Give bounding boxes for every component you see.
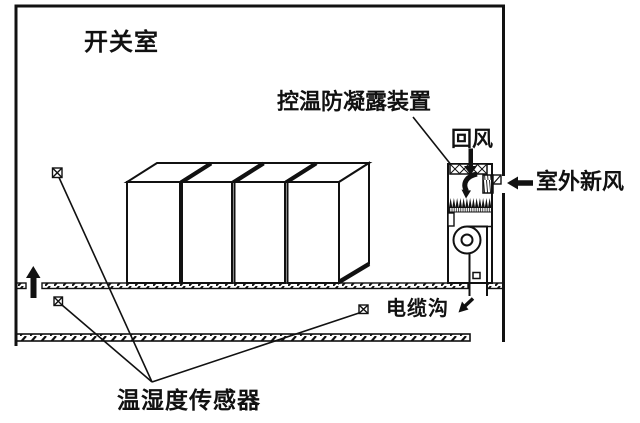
airflow-arrows	[26, 148, 533, 313]
heater-icon	[448, 198, 492, 213]
leader-line-sensor3	[151, 312, 360, 383]
fresh-air-label: 室外新风	[536, 169, 625, 194]
sensor-icon	[358, 304, 369, 315]
up-arrow-icon	[26, 266, 41, 298]
fresh-air-filter	[482, 174, 502, 194]
climate-device	[447, 163, 502, 296]
sensor-icon	[51, 167, 63, 179]
switchgear-cabinets	[123, 161, 373, 285]
duct-damper	[472, 271, 481, 280]
cabinet-front	[181, 181, 233, 284]
room-label: 开关室	[84, 29, 159, 56]
cable-trench-floor	[15, 333, 471, 342]
sensors-label: 温湿度传感器	[117, 387, 261, 413]
fan-icon	[452, 225, 492, 296]
device-label: 控温防凝露装置	[277, 89, 432, 114]
left-arrow-icon	[507, 176, 533, 190]
cable-trench-label: 电缆沟	[386, 298, 449, 320]
sensor-icon	[53, 296, 64, 307]
device-side-box	[447, 212, 455, 227]
curved-flow-arrow-icon	[461, 171, 478, 199]
leader-line-sensor1	[58, 177, 153, 383]
cabinet-front	[233, 181, 286, 284]
sensors	[51, 167, 369, 315]
leader-lines	[58, 116, 453, 383]
cabinet-front	[126, 181, 181, 284]
down-left-arrow-icon	[458, 297, 475, 313]
down-arrow-icon	[464, 148, 477, 175]
return-air-label: 回风	[451, 128, 493, 151]
leader-line-sensor2	[61, 304, 153, 383]
leader-line-device	[412, 116, 453, 167]
cabinet-front	[286, 181, 340, 284]
